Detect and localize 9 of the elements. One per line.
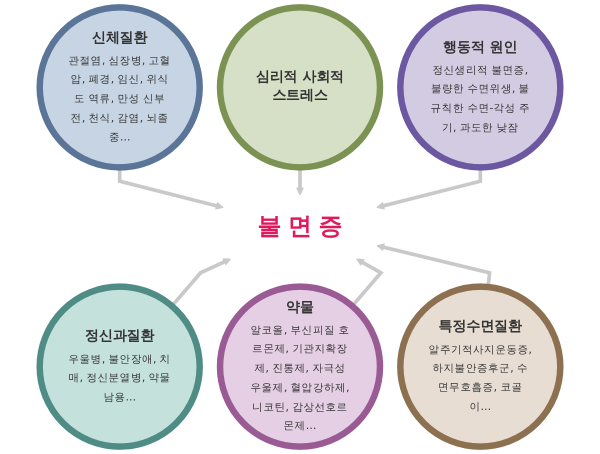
arrow xyxy=(350,258,384,308)
node-circle: 행동적 원인 정신생리적 불면증, 불량한 수면위생, 불규칙한 수면-각성 주기, 과도한 낮잠 xyxy=(397,4,564,171)
node-circle: 신체질환 관절염, 심장병, 고혈압, 폐경, 임신, 위식도 역류, 만성 신부전, 천식, 감염, 뇌졸중… xyxy=(36,4,203,171)
arrow xyxy=(170,258,232,308)
node-circle: 특정수면질환 알주기적사지운동증, 하지불안증후군, 수면무호흡증, 코골이… xyxy=(397,283,564,450)
node-text: 불면증 xyxy=(257,212,350,240)
node-circle: 약물 알코올, 부신피질 호르몬제, 기관지확장제, 진통제, 자극성 우울제, 혈압강하제, 니코틴, 갑상선호르몬제… xyxy=(216,283,384,450)
node-circle: 정신과질환 우울병, 불안장애, 치매, 정신분열병, 약물남용… xyxy=(36,283,203,450)
node-circle: 심리적 사회적 스트레스 xyxy=(216,4,384,171)
